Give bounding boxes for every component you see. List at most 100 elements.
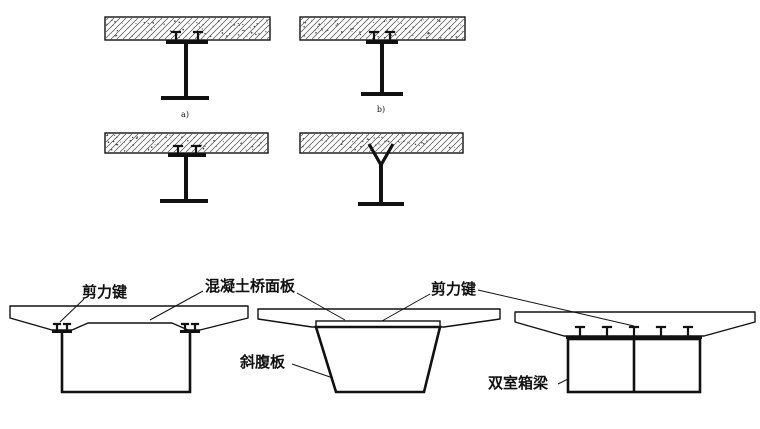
slab-hatch-line	[410, 133, 430, 153]
slab-hatch-dot	[154, 27, 155, 29]
slab-hatch-line	[371, 17, 394, 40]
slab-hatch-line	[257, 142, 268, 153]
top-flange	[168, 153, 206, 157]
slab-hatch-line	[338, 133, 358, 153]
slab-hatch-line	[131, 133, 151, 153]
slab-hatch-line	[431, 17, 454, 40]
slab-hatch-line	[113, 133, 133, 153]
leader-line-deck-left	[149, 290, 204, 321]
slab-hatch-line	[300, 133, 316, 149]
slab-hatch-dot	[340, 31, 343, 33]
slab-hatch-dot	[147, 22, 149, 24]
slab-hatch-line	[356, 133, 376, 153]
slab-hatch-dot	[202, 148, 205, 150]
slab-hatch-dot	[114, 20, 116, 23]
box-girder-twin-cell	[514, 311, 756, 394]
slab-hatch-dot	[302, 137, 305, 140]
slab-hatch-line	[300, 17, 304, 21]
slab-hatch-dot	[348, 136, 350, 138]
slab-hatch-line	[125, 133, 145, 153]
shear-stud	[601, 325, 613, 338]
slab-hatch-line	[105, 133, 109, 137]
slab-hatch-line	[332, 133, 352, 153]
slab-hatch-dot	[267, 22, 269, 24]
slab-hatch-line	[350, 133, 370, 153]
slab-hatch-line	[452, 142, 463, 153]
slab-hatch-line	[170, 17, 193, 40]
box-girder-single-cell	[9, 305, 249, 394]
slab-hatch-line	[392, 133, 412, 153]
shear-stud	[192, 30, 204, 42]
slab-hatch-dot	[387, 140, 390, 143]
slab-hatch-line	[251, 136, 268, 153]
slab-hatch-dot	[196, 22, 198, 24]
slab-hatch-dot	[436, 19, 439, 21]
slab-hatch-dot	[409, 31, 411, 33]
slab-hatch-dot	[143, 21, 146, 24]
slab-hatch-dot	[427, 32, 430, 34]
slab-hatch-dot	[147, 149, 149, 151]
slab-hatch-dot	[362, 140, 364, 143]
slab-hatch-line	[230, 17, 253, 40]
slab-hatch-line	[245, 133, 265, 153]
slab-hatch-line	[326, 133, 346, 153]
slab-hatch-dot	[201, 28, 203, 30]
slab-hatch-dot	[237, 22, 239, 25]
slab-hatch-dot	[237, 34, 240, 36]
slab-hatch-dot	[394, 34, 397, 36]
slab-hatch-dot	[116, 30, 118, 32]
slab-hatch-dot	[318, 23, 321, 26]
slab-hatch-line	[197, 133, 217, 153]
slab-hatch-dot	[249, 27, 251, 29]
slab-hatch-line	[209, 133, 229, 153]
slab-hatch-dot	[429, 32, 431, 34]
slab-hatch-dot	[422, 143, 425, 145]
slab-hatch-dot	[332, 135, 334, 137]
slab-hatch-dot	[390, 34, 393, 36]
slab-hatch-dot	[242, 23, 244, 26]
slab-hatch-dot	[451, 36, 453, 38]
slab-hatch-line	[437, 17, 460, 40]
slab-hatch-dot	[167, 144, 169, 147]
shear-stud	[52, 322, 72, 332]
slab-hatch-dot	[378, 136, 380, 138]
slab-hatch-dot	[255, 33, 257, 36]
slab-hatch-line	[161, 133, 181, 153]
slab-hatch-line	[236, 17, 259, 40]
slab-hatch-dot	[250, 136, 252, 139]
shear-stud	[180, 322, 200, 332]
slab-hatch-dot	[124, 141, 125, 143]
slab-hatch-line	[164, 17, 187, 40]
slab-hatch-dot	[335, 24, 337, 26]
slab-hatch-dot	[230, 22, 232, 24]
shear-stud	[628, 325, 640, 338]
slab-hatch-dot	[188, 23, 190, 25]
slab-hatch-line	[422, 133, 442, 153]
slab-hatch-dot	[360, 145, 362, 148]
slab-hatch-dot	[342, 140, 344, 142]
slab-hatch-dot	[354, 148, 356, 151]
slab-hatch-dot	[438, 20, 441, 22]
slab-hatch-line	[263, 148, 268, 153]
leader-line-shear-connector-left	[59, 298, 85, 323]
slab-hatch-line	[158, 17, 181, 40]
web	[184, 44, 188, 96]
slab-hatch-dot	[209, 35, 212, 38]
slab-hatch-dot	[320, 27, 322, 29]
slab-hatch-dot	[325, 31, 327, 33]
slab-hatch-dot	[317, 25, 319, 28]
slab-hatch-line	[239, 133, 259, 153]
slab-hatch-dot	[245, 149, 247, 151]
slab-hatch-dot	[260, 141, 262, 144]
slab-hatch-dot	[152, 139, 154, 142]
slab-hatch-line	[413, 17, 436, 40]
slab-hatch-line	[149, 133, 169, 153]
slab-hatch-dot	[409, 142, 411, 144]
slab-hatch-dot	[229, 26, 231, 28]
slab-hatch-line	[458, 148, 463, 153]
slab-hatch-dot	[328, 136, 330, 138]
slab-hatch-line	[300, 133, 304, 137]
slab-hatch-dot	[266, 19, 268, 21]
slab-hatch-dot	[110, 149, 113, 151]
